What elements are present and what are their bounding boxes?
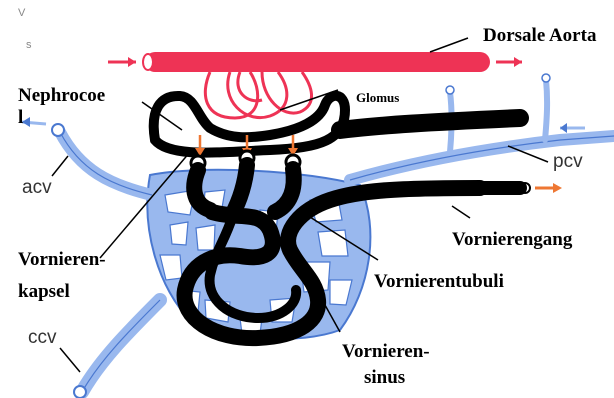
label-nephrocoel-line1: Nephrocoe <box>18 86 105 105</box>
leader-ccv <box>60 348 80 372</box>
acv-vessel <box>60 132 152 195</box>
label-pcv: pcv <box>553 152 583 171</box>
leader-vornierengang <box>452 206 470 218</box>
label-acv: acv <box>22 178 52 197</box>
leader-acv <box>52 156 68 176</box>
label-glomus: Glomus <box>356 91 399 104</box>
label-nephrocoel-line2: l <box>18 108 23 127</box>
corner-mark-bottom: s <box>26 40 32 51</box>
label-vornierengang: Vornierengang <box>452 230 572 249</box>
label-ccv: ccv <box>28 328 57 347</box>
label-vornierentubuli: Vornierentubuli <box>374 272 504 291</box>
corner-mark-top: V <box>18 8 25 19</box>
dorsal-aorta <box>108 52 522 72</box>
glomus-vessels <box>205 72 311 118</box>
label-vornieren-sinus-line1: Vornieren- <box>342 342 430 361</box>
label-vornieren-sinus-line2: sinus <box>364 368 405 387</box>
leader-dorsale-aorta <box>430 38 468 52</box>
label-dorsale-aorta: Dorsale Aorta <box>483 26 596 45</box>
label-vornierenkapsel-line1: Vornieren- <box>18 250 106 269</box>
label-vornierenkapsel-line2: kapsel <box>18 282 70 301</box>
ccv-vessel <box>82 300 160 392</box>
